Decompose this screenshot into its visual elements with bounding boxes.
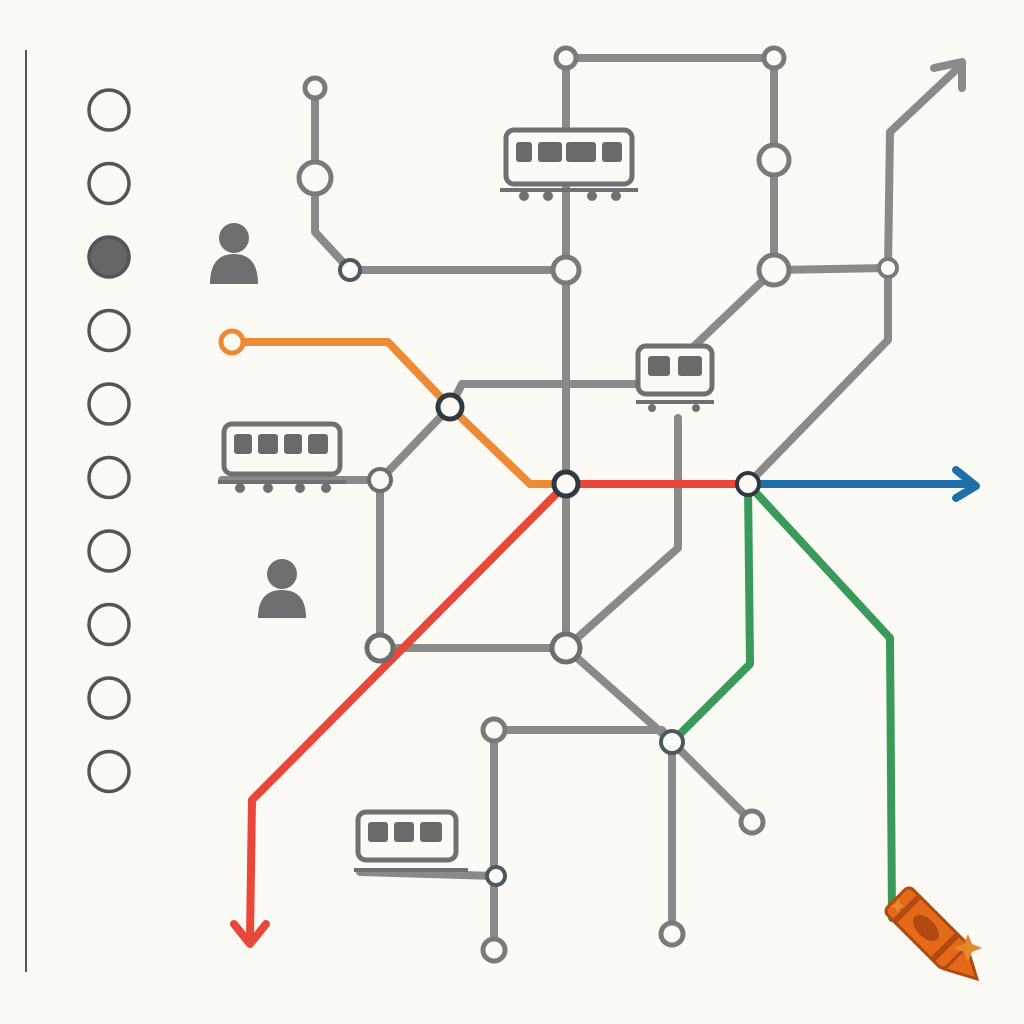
green-line-inner [668, 480, 754, 746]
grey-line-northeast-arrow [884, 64, 962, 272]
sparkle-icon [954, 934, 982, 962]
interchange-south-east[interactable] [659, 729, 685, 755]
grey-line-south-branch [490, 726, 676, 938]
station-bottom-spur[interactable] [485, 865, 507, 887]
station-southeast-terminus[interactable] [738, 808, 766, 836]
grey-line-bottom-spur [356, 868, 500, 880]
station-east-upper[interactable] [756, 142, 792, 178]
red-line-southwest [246, 480, 570, 942]
station-west-spur[interactable] [367, 467, 393, 493]
red-line-arrowhead [230, 920, 270, 948]
step-dot[interactable] [87, 308, 131, 353]
person-icon [258, 559, 306, 618]
green-line-outer [744, 480, 896, 922]
station-top-left-terminus[interactable] [302, 75, 328, 101]
step-dot[interactable] [87, 749, 131, 794]
colored-lines [228, 338, 980, 948]
step-dot[interactable] [87, 529, 131, 573]
grey-line-west-diagonal [376, 403, 454, 484]
person-icon [210, 223, 258, 284]
blue-line-arrowhead [952, 466, 980, 502]
train-icon [354, 809, 468, 872]
station-far-east[interactable] [877, 257, 899, 279]
station-south-terminus-right[interactable] [658, 920, 686, 948]
interchange-north-west[interactable] [435, 392, 465, 422]
station-south-branch-start[interactable] [480, 716, 508, 744]
train-icon [635, 343, 715, 412]
station-orange-terminus[interactable] [218, 328, 246, 356]
interchange-east[interactable] [735, 471, 761, 497]
grey-line-southeast-diagonal [562, 644, 756, 826]
step-dot[interactable] [87, 676, 131, 720]
grey-line-east-connector [744, 264, 892, 488]
grey-line-upper-crossbar [446, 380, 648, 411]
station-top-left-mid[interactable] [296, 159, 334, 197]
station-south-central[interactable] [549, 631, 583, 665]
step-dot[interactable] [87, 382, 131, 426]
station-west-junction[interactable] [338, 258, 362, 282]
step-dot[interactable] [87, 161, 131, 206]
train-icon [500, 127, 638, 201]
stations [218, 45, 899, 964]
train-icon [218, 421, 346, 493]
grey-line-top-left-branch [311, 84, 570, 274]
step-dot[interactable] [87, 88, 131, 132]
station-south-terminus-left[interactable] [480, 936, 508, 964]
step-dot[interactable] [87, 455, 131, 500]
step-dot-active[interactable] [87, 235, 131, 279]
step-dot[interactable] [87, 602, 131, 647]
grey-line-diagonal-to-train [686, 266, 778, 354]
sparkle-icon [890, 898, 906, 914]
station-north-trunk[interactable] [550, 254, 582, 286]
grey-line-west-loop [376, 476, 570, 652]
station-east-junction[interactable] [756, 252, 792, 288]
grey-line-right-hook [562, 414, 682, 652]
station-top-loop-right[interactable] [761, 45, 787, 71]
grey-line-northeast-arrowhead [930, 58, 966, 92]
interchange-central[interactable] [551, 469, 581, 499]
station-south-west[interactable] [364, 632, 396, 664]
station-top-loop-left[interactable] [553, 45, 579, 71]
step-indicator [87, 88, 131, 794]
crayon-icon [884, 886, 980, 982]
